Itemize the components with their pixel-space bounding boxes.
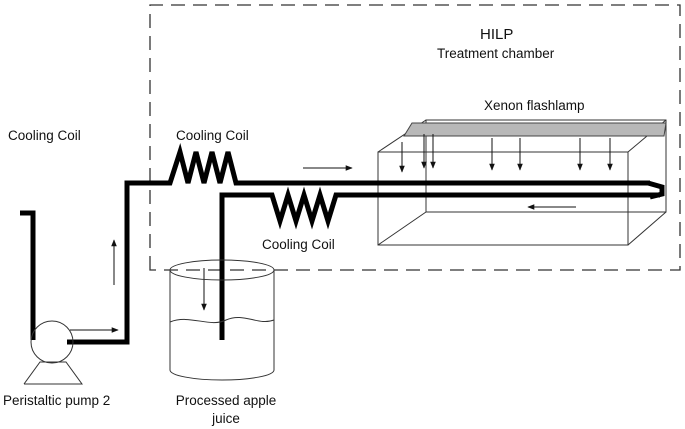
peristaltic-pump (23, 320, 83, 385)
tubing (20, 143, 660, 345)
chamber-title: HILP (480, 26, 514, 43)
chamber-subtitle: Treatment chamber (437, 46, 555, 61)
cooling-coil-bottom-label: Cooling Coil (262, 237, 335, 252)
juice-container (169, 259, 275, 381)
xenon-flashlamp-label: Xenon flashlamp (484, 98, 585, 113)
light-arrows (399, 134, 613, 173)
chamber-boundary (149, 4, 681, 271)
cooling-coil-left-label: Cooling Coil (8, 128, 81, 143)
tube-u-turn (647, 180, 665, 200)
cooling-coil-top-label: Cooling Coil (176, 128, 249, 143)
juice-label-line1: Processed apple (175, 393, 277, 408)
flow-arrows (70, 165, 576, 333)
juice-label-line2: juice (212, 411, 240, 426)
pump-label: Peristaltic pump 2 (3, 393, 111, 408)
xenon-flashlamp (403, 122, 667, 137)
